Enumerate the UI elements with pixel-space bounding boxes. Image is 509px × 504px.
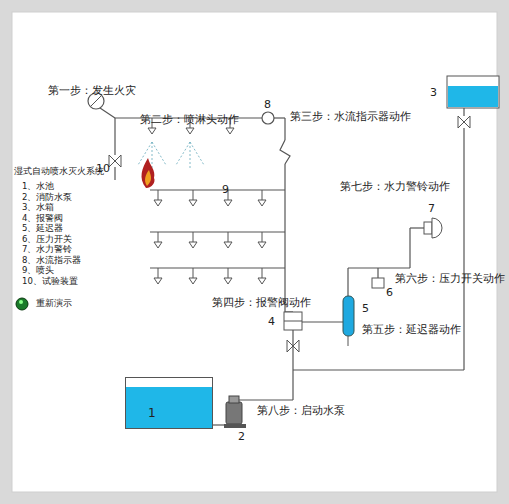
step-label: 第八步：启动水泵	[257, 404, 345, 417]
callout-number: 3	[430, 86, 437, 99]
tank-water	[448, 86, 498, 107]
callout-number: 6	[386, 286, 393, 299]
test-valve	[109, 155, 121, 167]
callout-number: 5	[362, 302, 369, 315]
step-label: 第六步：压力开关动作	[395, 272, 505, 285]
fire-pump	[226, 402, 242, 424]
legend-item: 6、压力开关	[22, 234, 72, 244]
step-label: 第七步：水力警铃动作	[340, 180, 450, 193]
pressure-switch	[372, 278, 384, 288]
step-label: 第四步：报警阀动作	[212, 296, 311, 309]
legend-item: 5、延迟器	[22, 223, 63, 233]
white-panel	[12, 12, 497, 492]
legend-item: 2、消防水泵	[22, 192, 72, 202]
callout-number: 8	[264, 98, 271, 111]
step-label: 第五步：延迟器动作	[362, 323, 461, 336]
legend-item: 4、报警阀	[22, 213, 63, 223]
callout-number: 1	[148, 406, 156, 420]
legend-item: 10、试验装置	[22, 276, 78, 286]
legend-title: 湿式自动喷水灭火系统	[14, 166, 104, 176]
legend-item: 1、水池	[22, 181, 54, 191]
flow-indicator	[262, 112, 274, 124]
legend-item: 9、喷头	[22, 265, 54, 275]
restart-button	[16, 298, 28, 310]
legend-item: 3、水箱	[22, 202, 54, 212]
fire	[142, 158, 155, 188]
tank-valve	[458, 116, 470, 128]
legend-item: 7、水力警铃	[22, 244, 72, 254]
water-tank	[447, 76, 499, 108]
step-label: 第一步：发生火灾	[48, 84, 136, 97]
water-pool: 1	[125, 377, 213, 429]
sprinkler-heads	[148, 118, 266, 284]
step-label: 第三步：水流指示器动作	[290, 110, 411, 123]
delayer	[343, 296, 354, 336]
button-label: 重新演示	[36, 298, 72, 308]
riser-valve	[287, 340, 299, 352]
callout-number: 9	[222, 183, 229, 196]
water-bell	[424, 222, 432, 234]
callout-number: 7	[428, 202, 435, 215]
callout-number: 4	[268, 315, 275, 328]
alarm-valve	[284, 312, 302, 330]
legend-item: 8、水流指示器	[22, 255, 81, 265]
step-label: 第二步：喷淋头动作	[140, 113, 239, 126]
callout-number: 2	[238, 430, 245, 443]
